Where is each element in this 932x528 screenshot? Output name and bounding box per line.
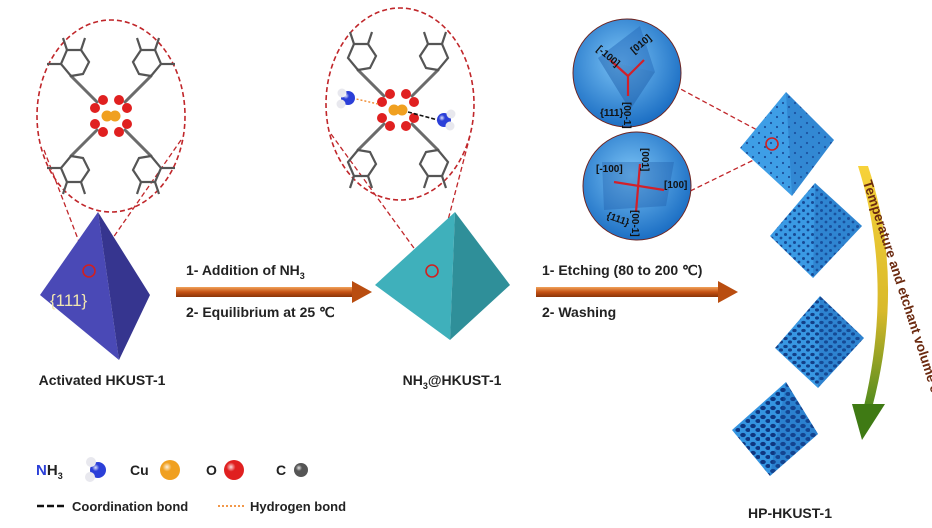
label-nh3-hkust1: NH3@HKUST-1	[402, 372, 502, 391]
step1-line2: 2- Equilibrium at 25 ℃	[186, 304, 335, 320]
direction-label: [00-1]	[629, 210, 640, 237]
process-arrow-2	[536, 281, 738, 303]
legend-c-label: C	[276, 462, 287, 478]
legend-o-ball	[224, 460, 244, 480]
step2-line1: 1- Etching (80 to 200 ℃)	[542, 262, 703, 278]
hp-octahedron-3	[775, 296, 864, 388]
direction-label: [100]	[664, 180, 687, 191]
octahedron-activated: {111}	[40, 212, 150, 360]
cu-paddlewheel-molecule-activated	[47, 37, 175, 195]
label-activated-hkust1: Activated HKUST-1	[38, 372, 166, 388]
nh3-molecule-left	[336, 88, 355, 109]
direction-label: [-100]	[596, 164, 623, 175]
legend-o-label: O	[206, 462, 217, 478]
zoom-bubble-nh3	[325, 7, 475, 267]
octahedron-nh3	[375, 212, 510, 340]
zoom-bubble-activated	[36, 19, 186, 269]
legend-nh3-label: NH3	[36, 462, 63, 481]
direction-label: {111}	[600, 108, 623, 119]
step1-line1: 1- Addition of NH3	[186, 262, 305, 281]
hp-octahedron-2	[770, 183, 862, 278]
legend-cu-ball	[160, 460, 180, 480]
hp-octahedron-1	[740, 92, 834, 196]
legend-coordination-label: Coordination bond	[72, 499, 189, 514]
facet-111-label: {111}	[50, 291, 88, 310]
zoom-sphere-top: [-100] [010] [00-1] {111}	[572, 18, 682, 129]
trend-curved-arrow	[852, 166, 889, 440]
label-hp-hkust1: HP-HKUST-1	[747, 505, 833, 521]
zoom-sphere-bottom: [-100] [001] [100] [00-1] {111}	[582, 131, 692, 241]
direction-label: [001]	[639, 148, 650, 171]
direction-label: [00-1]	[621, 102, 632, 129]
legend-cu-label: Cu	[130, 462, 149, 478]
legend-nh3-ball	[85, 457, 106, 482]
process-arrow-1	[176, 281, 372, 303]
legend-c-ball	[294, 463, 308, 477]
cu-paddlewheel-molecule-nh3	[336, 31, 456, 189]
hp-octahedron-4	[732, 382, 818, 476]
legend-hydrogen-label: Hydrogen bond	[250, 499, 347, 514]
step2-line2: 2- Washing	[542, 304, 617, 320]
nh3-molecule-right	[437, 109, 456, 131]
